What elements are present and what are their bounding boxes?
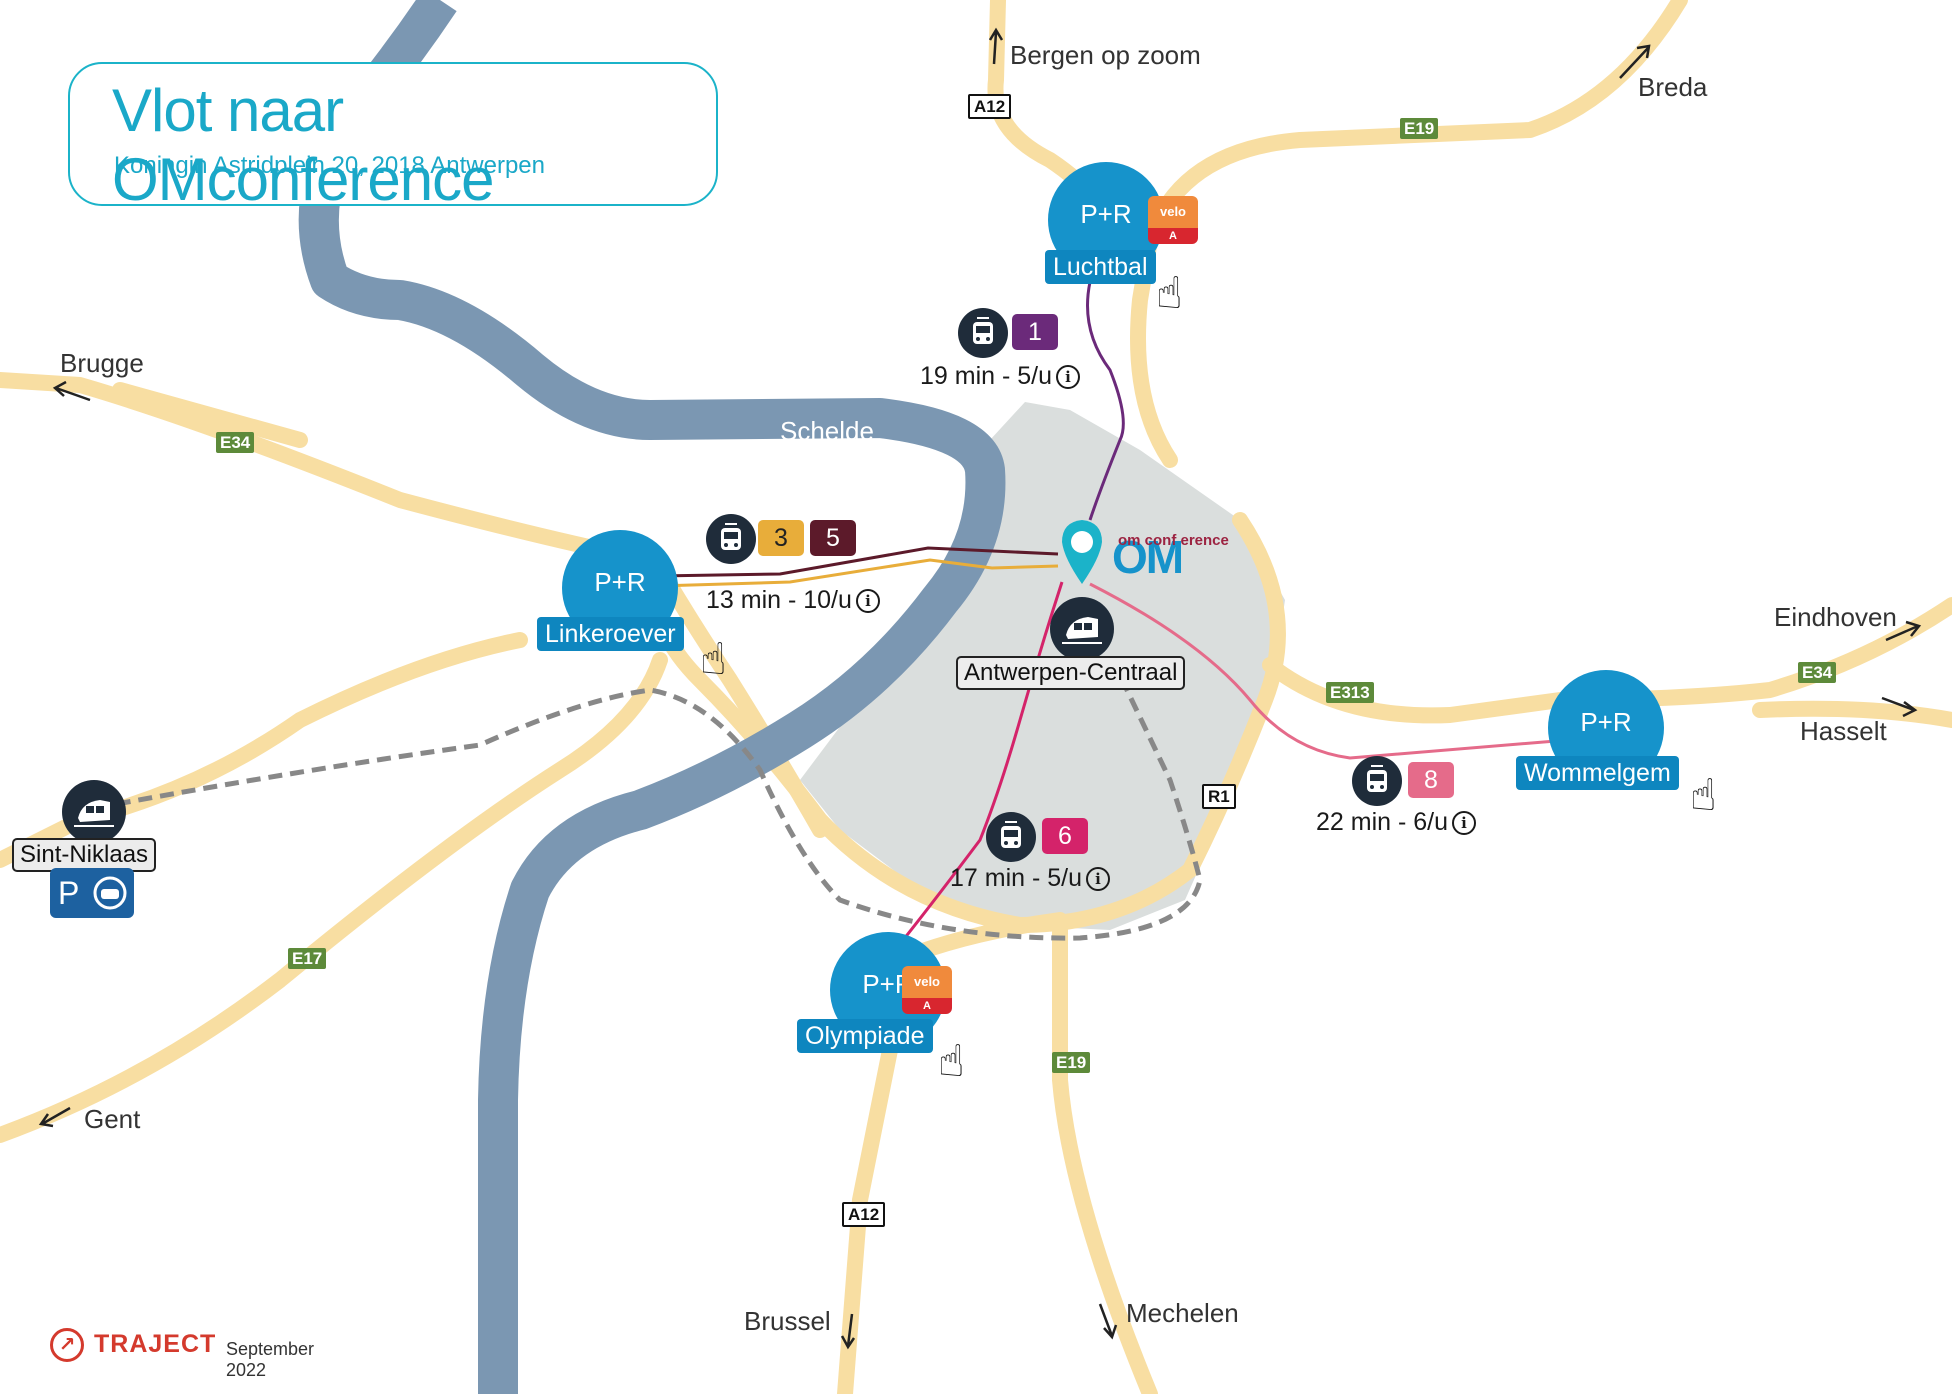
road-badge-e313: E313 xyxy=(1326,682,1374,703)
road-e34-west xyxy=(0,372,658,568)
velo-icon: velo A xyxy=(1148,196,1198,246)
pr-luchtbal-button[interactable]: Luchtbal xyxy=(1045,250,1156,284)
tram-icon xyxy=(1352,756,1402,806)
road-e313 xyxy=(1262,597,1952,724)
train-icon xyxy=(1050,597,1114,661)
road-e19-south xyxy=(1051,922,1158,1394)
traject-logo-icon: ↗ xyxy=(50,1328,84,1362)
river-schelde xyxy=(298,0,1006,1394)
arrow-icon xyxy=(988,27,1004,65)
railway-line xyxy=(94,663,1203,941)
pr-wommelgem-button[interactable]: Wommelgem xyxy=(1516,756,1679,790)
tram-icon xyxy=(706,514,756,564)
hand-pointer-icon: ☝ xyxy=(700,635,727,684)
hand-pointer-icon: ☝ xyxy=(1156,269,1183,318)
velo-label: velo xyxy=(902,966,952,998)
arrow-icon xyxy=(1881,696,1918,718)
route-wommelgem-time-text: 22 min - 6/u xyxy=(1316,808,1449,836)
road-badge-e17: E17 xyxy=(288,948,327,969)
city-label-eindhoven: Eindhoven xyxy=(1774,602,1897,632)
road-badge-a12-north: A12 xyxy=(968,94,1012,119)
road-badge-a12-south: A12 xyxy=(842,1202,886,1227)
train-icon xyxy=(62,780,126,844)
arrow-icon xyxy=(1098,1303,1118,1340)
route-luchtbal-time-text: 19 min - 5/u xyxy=(920,362,1053,390)
city-label-hasselt: Hasselt xyxy=(1800,716,1887,746)
pr-linkeroever-button[interactable]: Linkeroever xyxy=(537,617,684,651)
arrow-icon xyxy=(52,380,91,402)
arrow-icon xyxy=(1619,44,1651,79)
info-icon[interactable]: i xyxy=(855,589,880,613)
hand-pointer-icon: ☝ xyxy=(1690,771,1717,820)
tram-line-5-badge: 5 xyxy=(810,520,856,556)
parking-glyph: P xyxy=(58,875,80,911)
footer-date: September 2022 xyxy=(226,1339,315,1380)
location-pin-icon xyxy=(1062,520,1102,584)
city-label-breda: Breda xyxy=(1638,72,1708,102)
tram-route-5 xyxy=(657,546,1059,578)
road-badge-e34-west: E34 xyxy=(216,432,255,453)
river-label: Schelde xyxy=(780,416,874,446)
arrow-icon xyxy=(1885,620,1922,642)
tram-line-6-badge: 6 xyxy=(1042,818,1088,854)
station-label-sint-niklaas[interactable]: Sint-Niklaas xyxy=(12,838,157,872)
road-e34-west-b xyxy=(112,382,308,448)
tram-route-8 xyxy=(1089,582,1601,760)
route-linkeroever-time-text: 13 min - 10/u xyxy=(706,586,852,614)
road-badge-e19-south: E19 xyxy=(1052,1052,1091,1073)
road-badge-e19-north: E19 xyxy=(1400,118,1439,139)
tram-icon xyxy=(986,812,1036,862)
city-label-brugge: Brugge xyxy=(60,348,144,378)
city-label-brussel: Brussel xyxy=(744,1306,831,1336)
title-card: Vlot naar OMconference Koningin Astridpl… xyxy=(68,62,718,213)
page-subtitle: Koningin Astridplein 20, 2018 Antwerpen xyxy=(114,152,545,179)
tram-line-1-badge: 1 xyxy=(1012,314,1058,350)
pr-olympiade-button[interactable]: Olympiade xyxy=(797,1019,933,1053)
tram-route-6 xyxy=(873,581,1064,976)
road-badge-r1: R1 xyxy=(1202,784,1236,809)
velo-label: velo xyxy=(1148,196,1198,228)
destination-logo-sub: om conf erence xyxy=(1118,532,1229,549)
direction-arrows xyxy=(38,27,1922,1350)
arrow-icon xyxy=(840,1313,856,1350)
tram-line-3-badge: 3 xyxy=(758,520,804,556)
road-a12-south xyxy=(837,992,908,1394)
road-badge-e34-east: E34 xyxy=(1798,662,1837,683)
road-e19-north xyxy=(1130,0,1688,468)
parking-ev-icon: P xyxy=(50,868,134,918)
tram-line-8-badge: 8 xyxy=(1408,762,1454,798)
tram-route-1 xyxy=(1086,281,1125,521)
page-title: Vlot naar OMconference xyxy=(112,77,495,213)
road-hasselt xyxy=(1752,700,1952,728)
city-label-mechelen: Mechelen xyxy=(1126,1298,1239,1328)
city-label-bergen: Bergen op zoom xyxy=(1010,40,1201,70)
station-label-antwerpen-centraal[interactable]: Antwerpen-Centraal xyxy=(956,656,1186,690)
hand-pointer-icon: ☝ xyxy=(938,1037,965,1086)
tram-route-3 xyxy=(657,558,1059,588)
info-icon[interactable]: i xyxy=(1086,867,1111,891)
city-label-gent: Gent xyxy=(84,1104,141,1134)
tram-icon xyxy=(958,308,1008,358)
route-olympiade-time-text: 17 min - 5/u xyxy=(950,864,1083,892)
info-icon[interactable]: i xyxy=(1452,811,1477,835)
road-e17 xyxy=(0,652,668,1143)
arrow-icon xyxy=(38,1106,71,1128)
velo-icon: velo A xyxy=(902,966,952,1016)
info-icon[interactable]: i xyxy=(1056,365,1081,389)
traject-brand-name: TRAJECT xyxy=(94,1330,217,1358)
destination-logo: OM xyxy=(1112,531,1184,583)
